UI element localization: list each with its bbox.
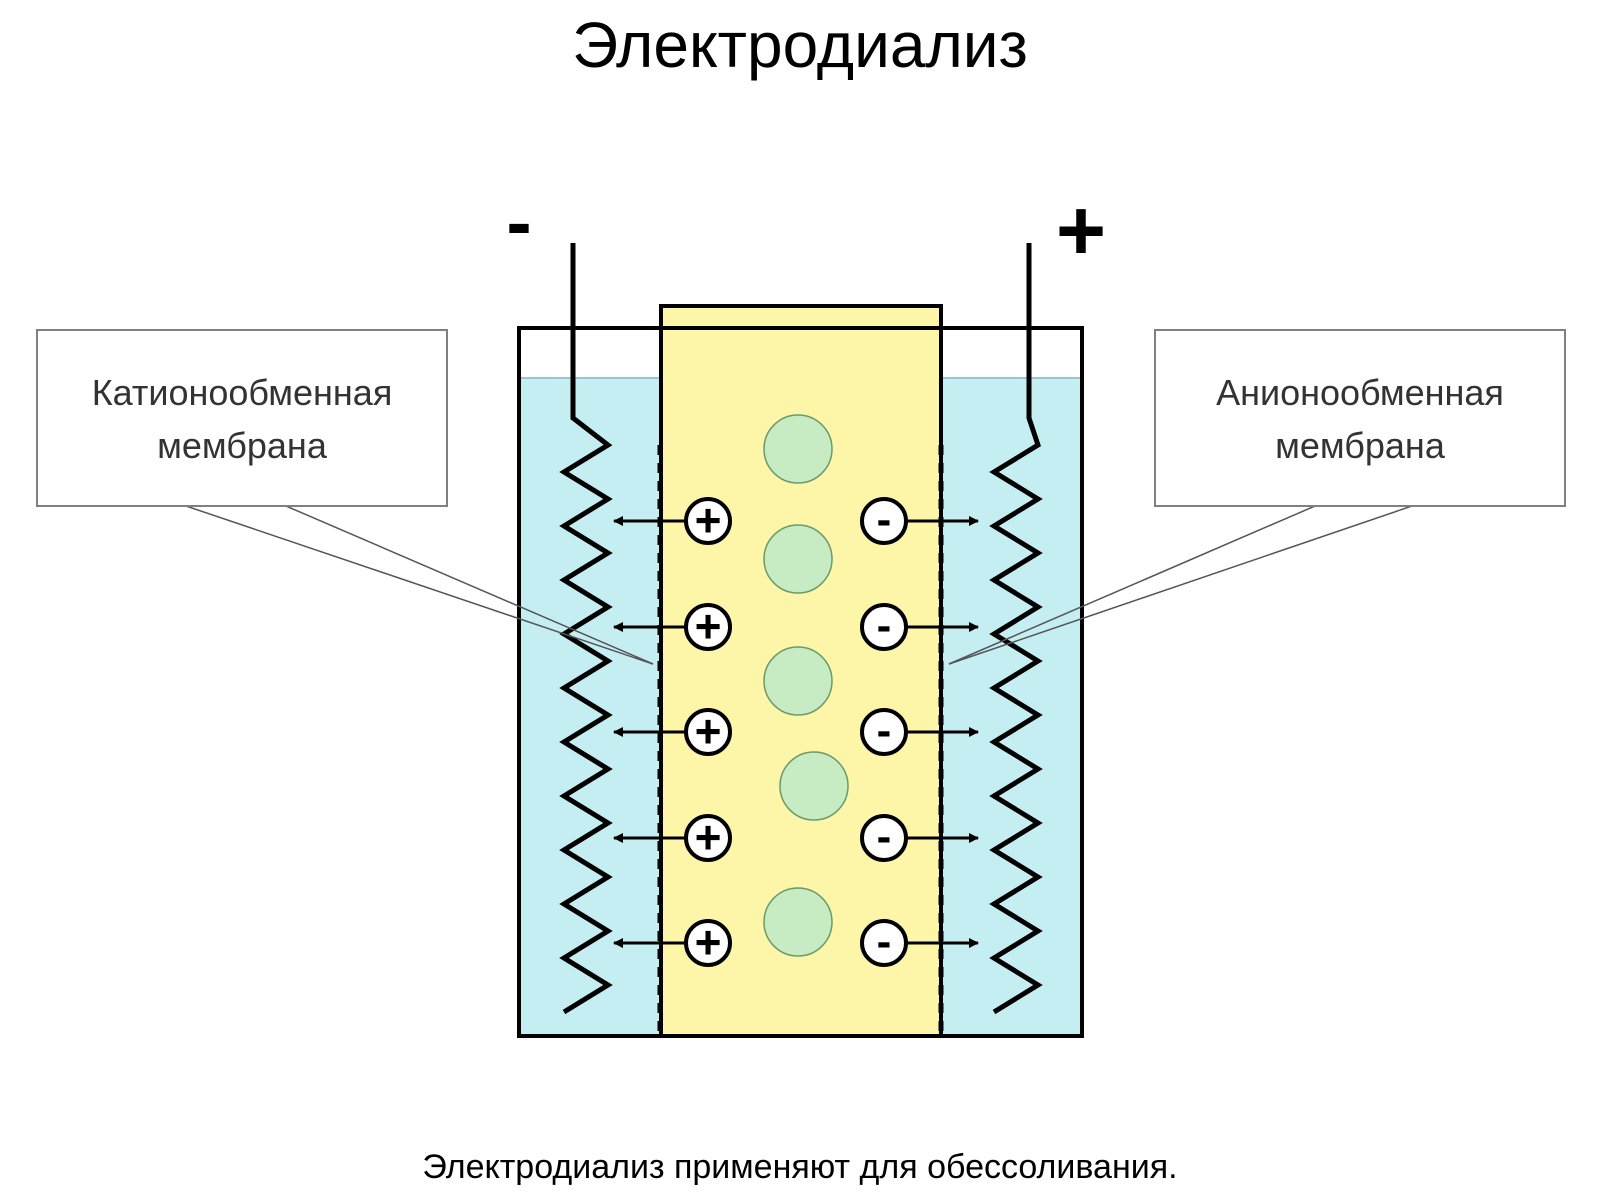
anode-electrode (989, 243, 1043, 1015)
cation-circle (684, 708, 732, 756)
right-leader-upper (948, 505, 1316, 665)
neutral-particle (763, 414, 833, 484)
ion-layer: + + + + + - - - - - (613, 414, 979, 968)
cation-circle (684, 919, 732, 967)
anion-circle (860, 814, 908, 862)
neutral-particle (763, 646, 833, 716)
anion-sign: - (877, 495, 892, 544)
solution-right (942, 378, 1082, 1036)
cathode-electrode (559, 243, 613, 1015)
left-leader-lower (285, 505, 654, 665)
anion-circle (860, 603, 908, 651)
cathode-sign: - (506, 180, 531, 265)
callout-cation-line2: мембрана (157, 425, 328, 466)
cation-sign: + (695, 705, 722, 757)
anion-sign: - (877, 601, 892, 650)
callout-anion-membrane: Анионообменная мембрана (1154, 329, 1566, 507)
neutral-particle (779, 751, 849, 821)
cation-circle (684, 603, 732, 651)
callout-anion-line2: мембрана (1275, 425, 1446, 466)
solution-left (519, 378, 659, 1036)
anion-circle (860, 497, 908, 545)
anion-circle (860, 919, 908, 967)
cation-circle (684, 814, 732, 862)
anode-sign: + (1056, 183, 1106, 279)
tank-walls (517, 326, 1084, 1038)
cation-sign: + (695, 494, 722, 546)
anion-sign: - (877, 917, 892, 966)
caption: Электродиализ применяют для обессоливани… (422, 1148, 1178, 1186)
cation-sign: + (695, 811, 722, 863)
callout-cation-membrane: Катионообменная мембрана (36, 329, 448, 507)
anion-circle (860, 708, 908, 756)
cation-sign: + (695, 916, 722, 968)
right-leader-lower (948, 505, 1413, 665)
left-leader-upper (185, 505, 654, 665)
cation-circle (684, 497, 732, 545)
callout-cation-line1: Катионообменная (92, 372, 393, 413)
anion-sign: - (877, 812, 892, 861)
cation-sign: + (695, 600, 722, 652)
neutral-particle (763, 524, 833, 594)
callout-leaders (185, 505, 1413, 665)
page-title: Электродиализ (572, 9, 1028, 81)
neutral-particle (763, 887, 833, 957)
anion-sign: - (877, 706, 892, 755)
callout-anion-line1: Анионообменная (1216, 372, 1504, 413)
